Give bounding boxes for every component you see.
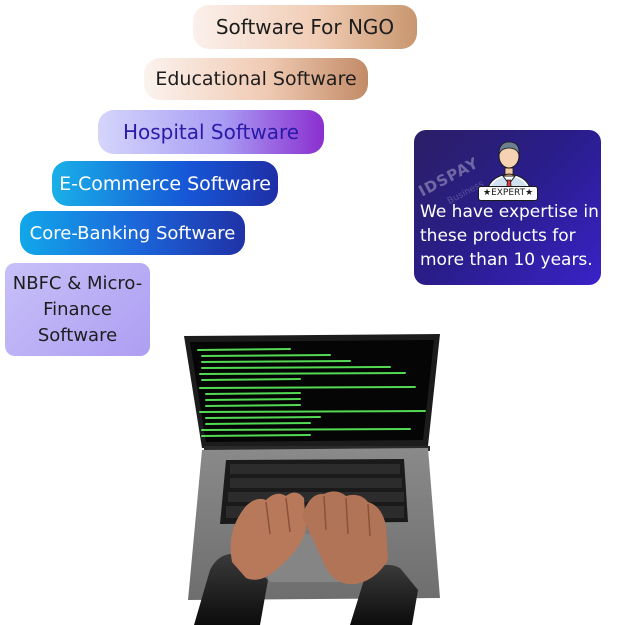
expert-badge: ★EXPERT★ bbox=[478, 186, 539, 201]
pill-nbfc-micro-finance-software: NBFC & Micro- Finance Software bbox=[5, 263, 150, 356]
pill-educational-software: Educational Software bbox=[144, 58, 368, 100]
expert-description: We have expertise in these products for … bbox=[420, 202, 599, 270]
pill-label: Core-Banking Software bbox=[29, 222, 236, 244]
pill-label: Software For NGO bbox=[215, 15, 395, 39]
pill-label: Educational Software bbox=[155, 68, 357, 90]
laptop-code-image bbox=[184, 334, 440, 625]
pill-label: Hospital Software bbox=[122, 120, 300, 144]
pill-ecommerce-software: E-Commerce Software bbox=[52, 161, 278, 206]
pill-software-for-ngo: Software For NGO bbox=[193, 5, 417, 49]
pill-core-banking-software: Core-Banking Software bbox=[20, 211, 245, 255]
pill-hospital-software: Hospital Software bbox=[98, 110, 324, 154]
expert-card: IDSPAY Business ★EXPERT★ We have experti… bbox=[414, 130, 601, 285]
pill-label: NBFC & Micro- Finance Software bbox=[12, 272, 143, 346]
pill-label: E-Commerce Software bbox=[59, 172, 271, 195]
